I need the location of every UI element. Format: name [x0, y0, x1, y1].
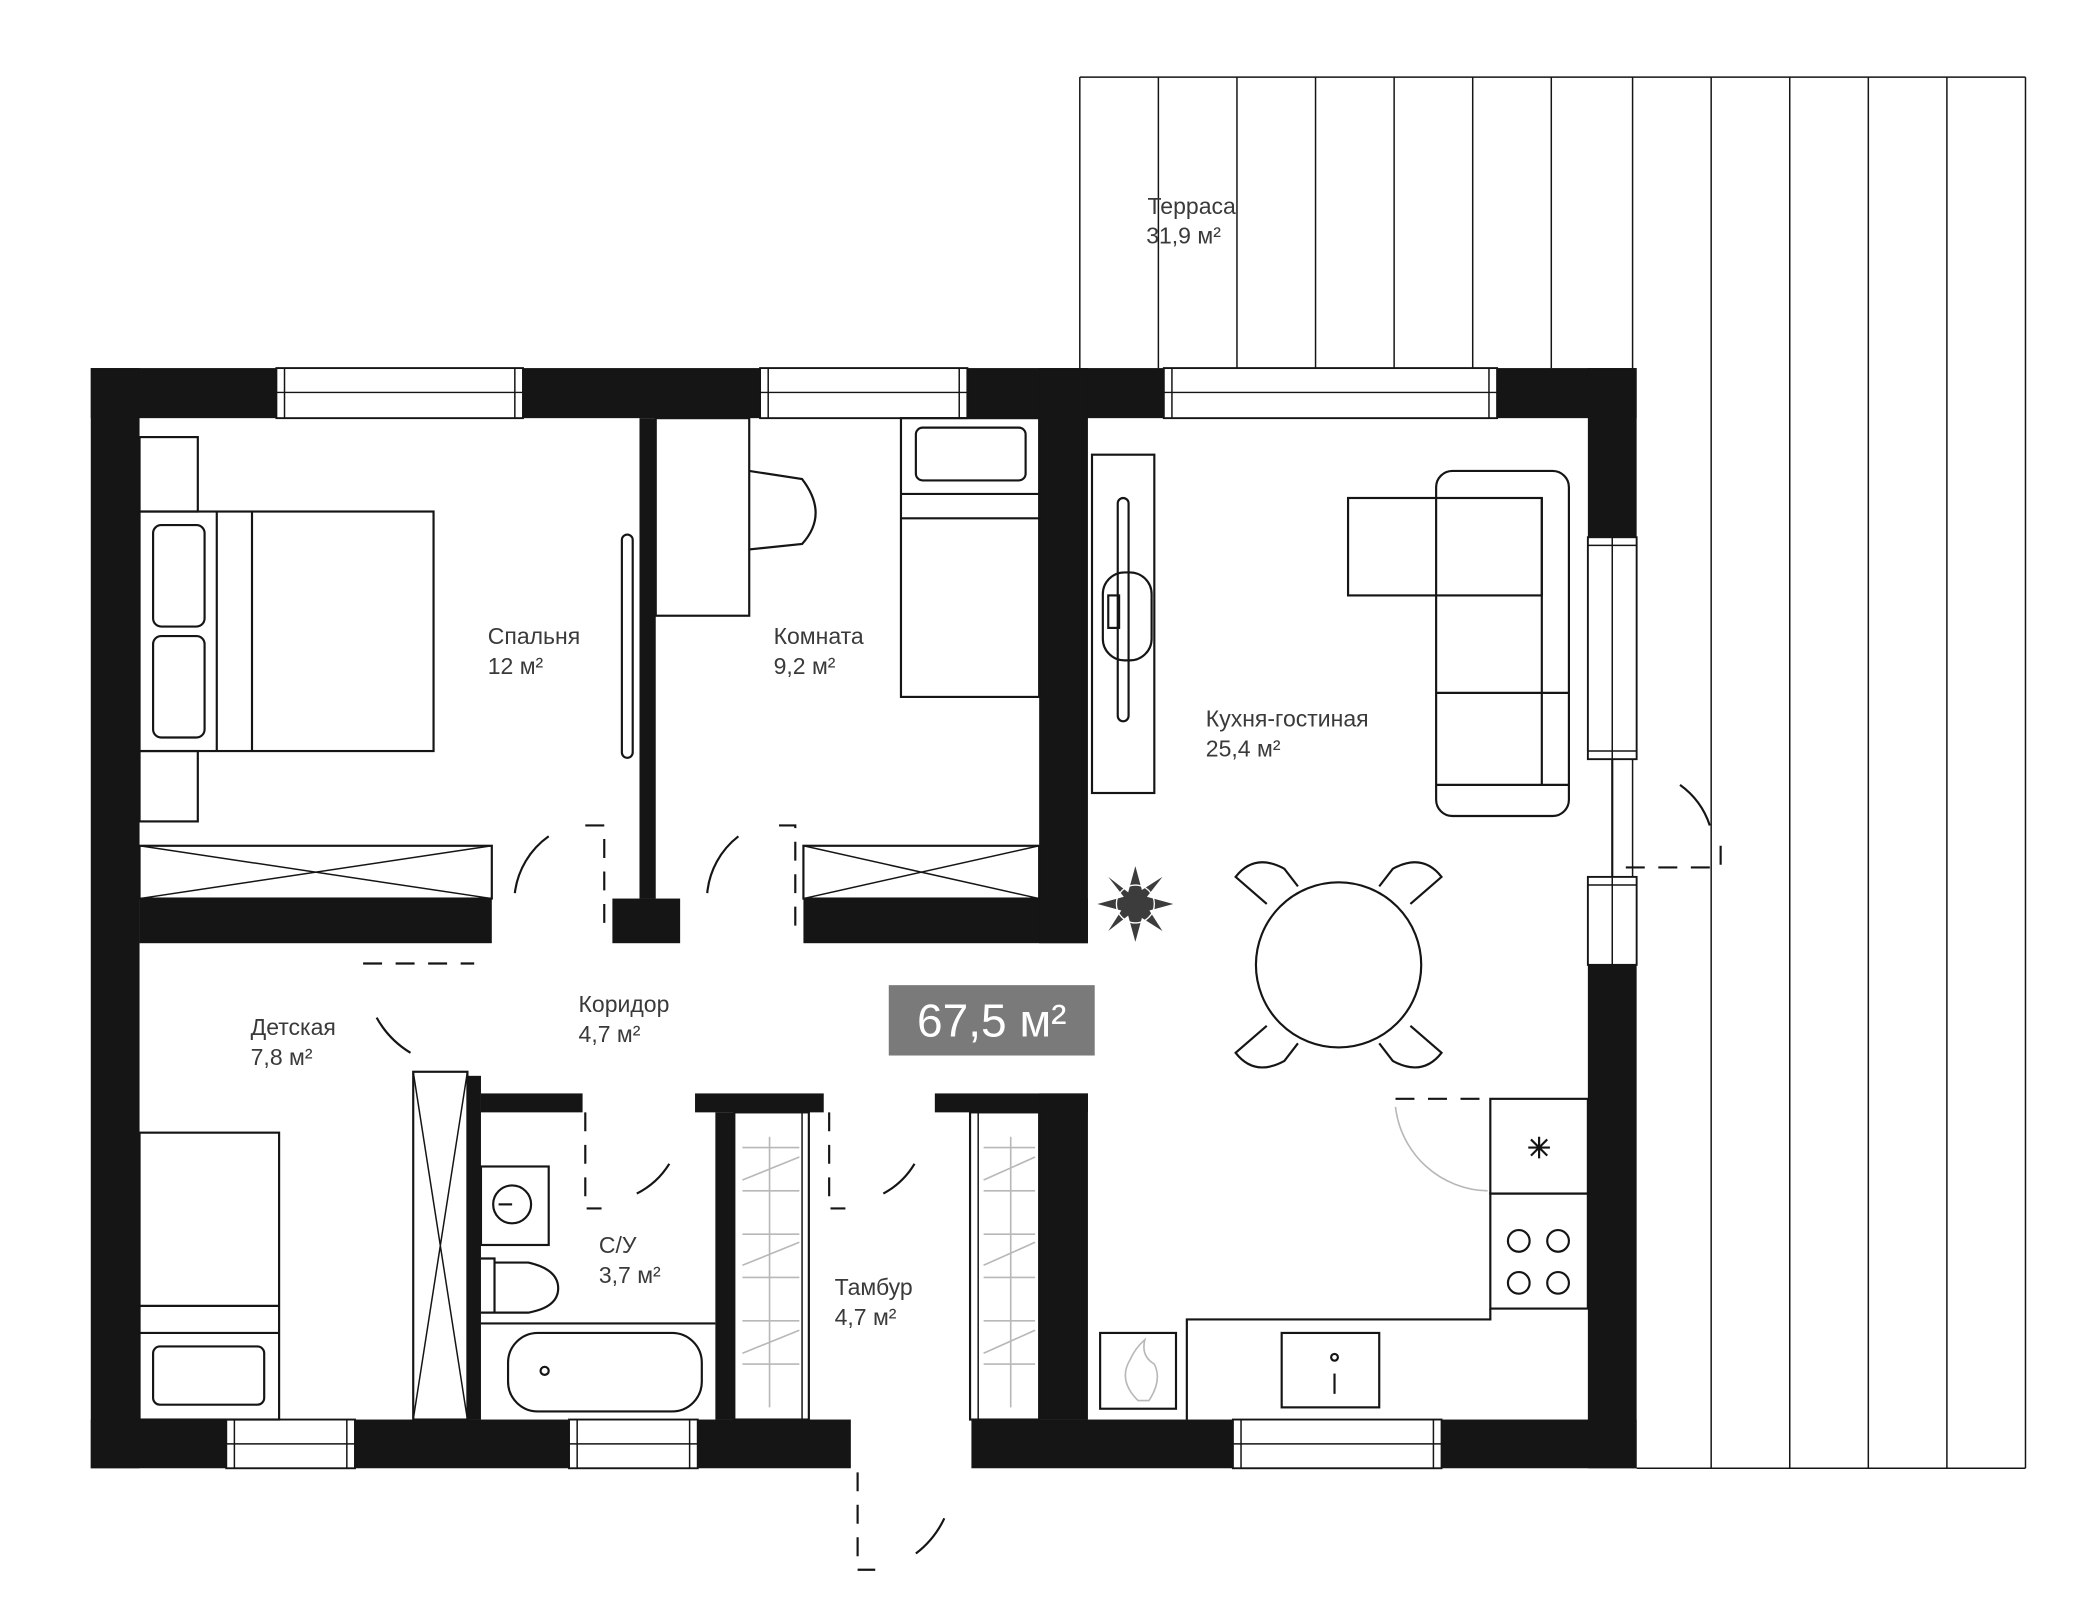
label-kitchen-area: 25,4 м² [1206, 735, 1281, 761]
label-bathroom-name: С/У [599, 1232, 637, 1258]
label-terrace-name: Терраса [1148, 193, 1236, 219]
terrace-deck [1079, 76, 2027, 1470]
label-terrace-area: 31,9 м² [1146, 223, 1221, 249]
bathroom-fixtures [479, 1165, 716, 1413]
fridge-snowflake-icon [1528, 1136, 1550, 1159]
boiler-flame-icon [1124, 1337, 1159, 1402]
doors [363, 783, 1722, 1571]
label-corridor-area: 4,7 м² [579, 1021, 641, 1047]
label-room-area: 9,2 м² [774, 653, 836, 679]
kitchen-furniture [1090, 453, 1589, 1420]
label-vestibule-area: 4,7 м² [835, 1304, 897, 1330]
label-kids-name: Детская [251, 1014, 336, 1040]
kids-furniture [138, 1070, 469, 1421]
label-corridor-name: Коридор [579, 991, 670, 1017]
room-labels: Терраса 31,9 м² Спальня 12 м² Комната 9,… [251, 193, 1369, 1330]
compass-rose-icon [1097, 866, 1174, 942]
label-room-name: Комната [774, 623, 864, 649]
walls [90, 368, 1637, 1469]
label-vestibule-name: Тамбур [835, 1274, 913, 1300]
label-kids-area: 7,8 м² [251, 1044, 313, 1070]
vestibule-wardrobes [733, 1111, 1041, 1421]
total-area-badge: 67,5 м² [888, 985, 1095, 1056]
label-bedroom-area: 12 м² [488, 653, 544, 679]
bedroom-furniture [138, 436, 634, 900]
room-furniture [654, 417, 1041, 900]
windows [225, 367, 1638, 1470]
label-bedroom-name: Спальня [488, 623, 580, 649]
label-bathroom-area: 3,7 м² [599, 1262, 661, 1288]
total-area-value: 67,5 м² [917, 995, 1066, 1047]
label-kitchen-name: Кухня-гостиная [1206, 706, 1369, 732]
